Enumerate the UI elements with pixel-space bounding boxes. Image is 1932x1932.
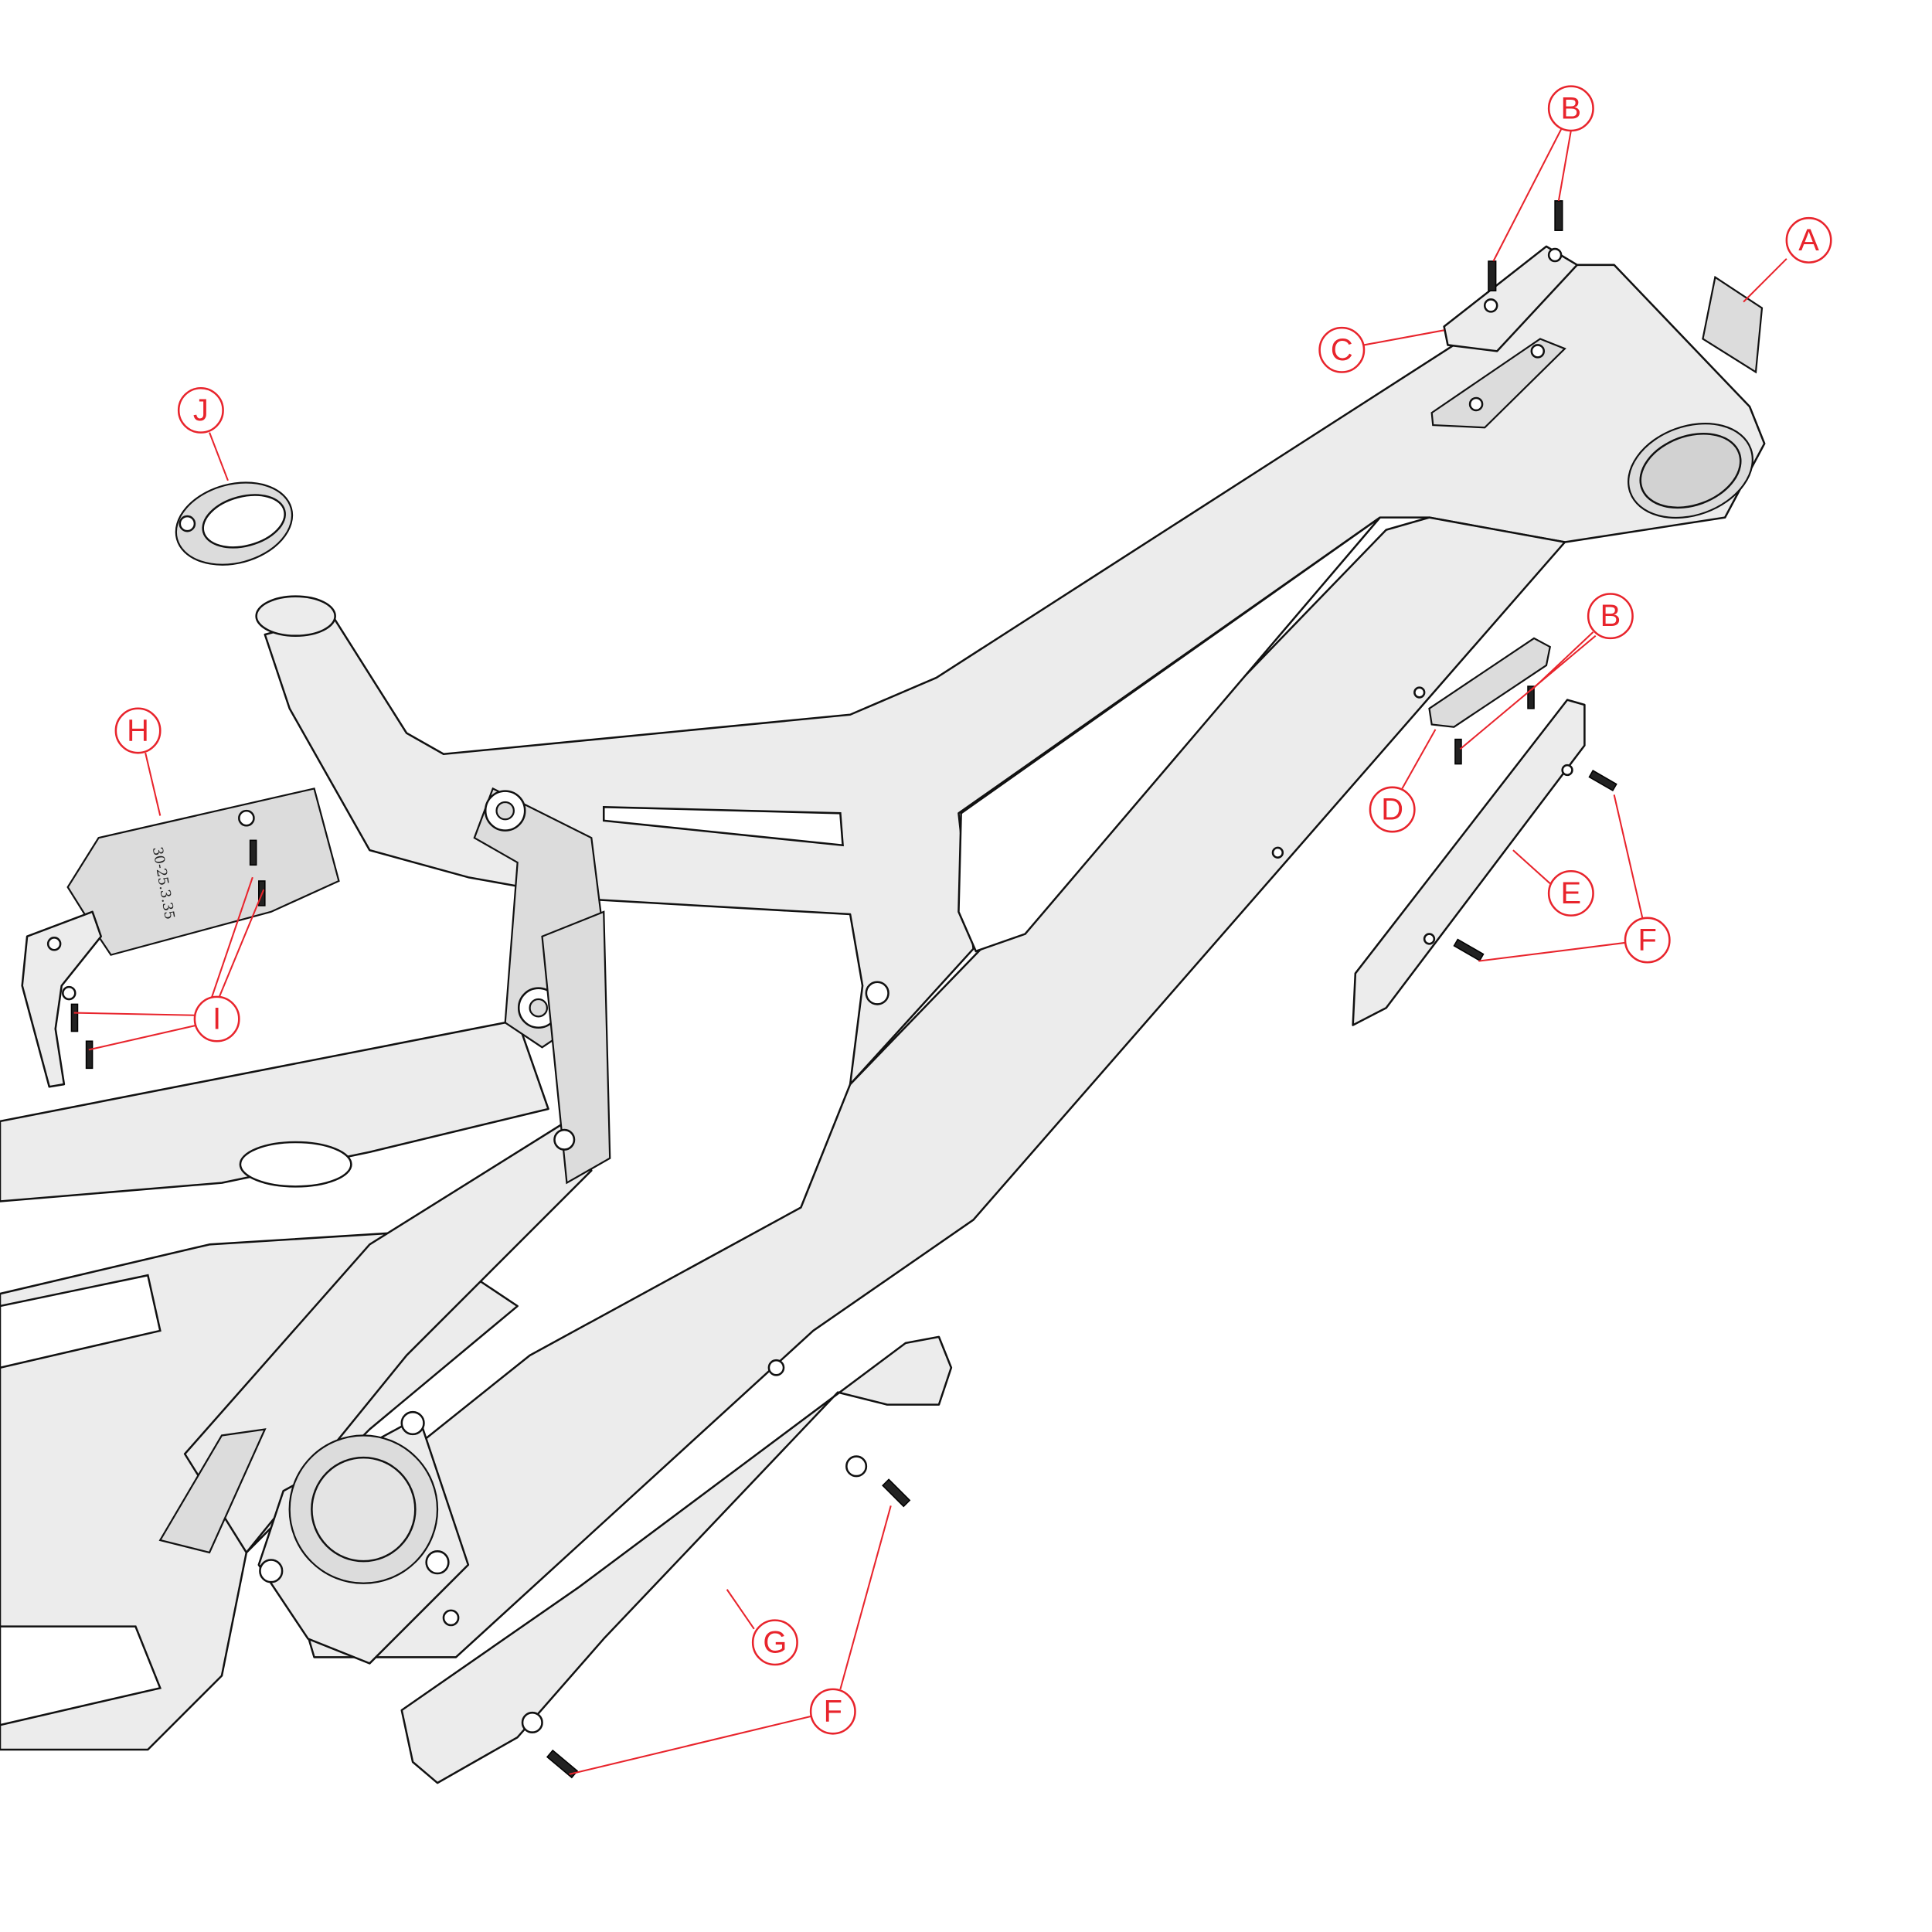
part-e-guard — [1352, 699, 1586, 1026]
svg-text:F: F — [1638, 923, 1657, 957]
callout-g: G — [751, 1619, 798, 1666]
part-a-cover — [1702, 275, 1764, 374]
seat-tube-top — [255, 595, 336, 637]
leader-lines — [73, 128, 1787, 1775]
bottom-bracket-shell — [257, 1410, 470, 1665]
callout-i: I — [193, 995, 240, 1043]
part-c-plate — [1430, 245, 1579, 429]
part-j-clamp — [175, 481, 294, 566]
svg-text:G: G — [763, 1625, 787, 1659]
callout-h: H — [114, 707, 162, 754]
svg-text:I: I — [213, 1002, 221, 1036]
svg-text:B: B — [1600, 599, 1621, 633]
part-d-port — [1428, 637, 1551, 728]
callout-b-mid: B — [1587, 593, 1634, 640]
callout-d: D — [1369, 786, 1416, 833]
rear-triangle — [0, 1019, 593, 1751]
part-g-guard — [400, 1335, 953, 1784]
part-h-guard: 30-25.3.35 — [21, 787, 340, 1088]
svg-text:C: C — [1331, 333, 1353, 367]
bolts — [70, 200, 1617, 1779]
top-tube — [264, 264, 1766, 1086]
callout-b-top: B — [1547, 85, 1594, 132]
svg-text:D: D — [1381, 793, 1403, 827]
svg-text:J: J — [193, 393, 209, 427]
callout-f-bottom: F — [809, 1688, 856, 1735]
svg-text:A: A — [1798, 223, 1819, 257]
svg-text:H: H — [127, 713, 149, 747]
callout-a: A — [1785, 216, 1832, 264]
svg-text:B: B — [1561, 91, 1582, 125]
callout-e: E — [1547, 869, 1594, 917]
callout-c: C — [1318, 326, 1366, 373]
callout-j: J — [177, 386, 224, 434]
rocker-link — [473, 787, 611, 1185]
callout-f-right: F — [1624, 917, 1671, 964]
svg-text:E: E — [1561, 876, 1582, 910]
svg-text:F: F — [824, 1695, 842, 1729]
